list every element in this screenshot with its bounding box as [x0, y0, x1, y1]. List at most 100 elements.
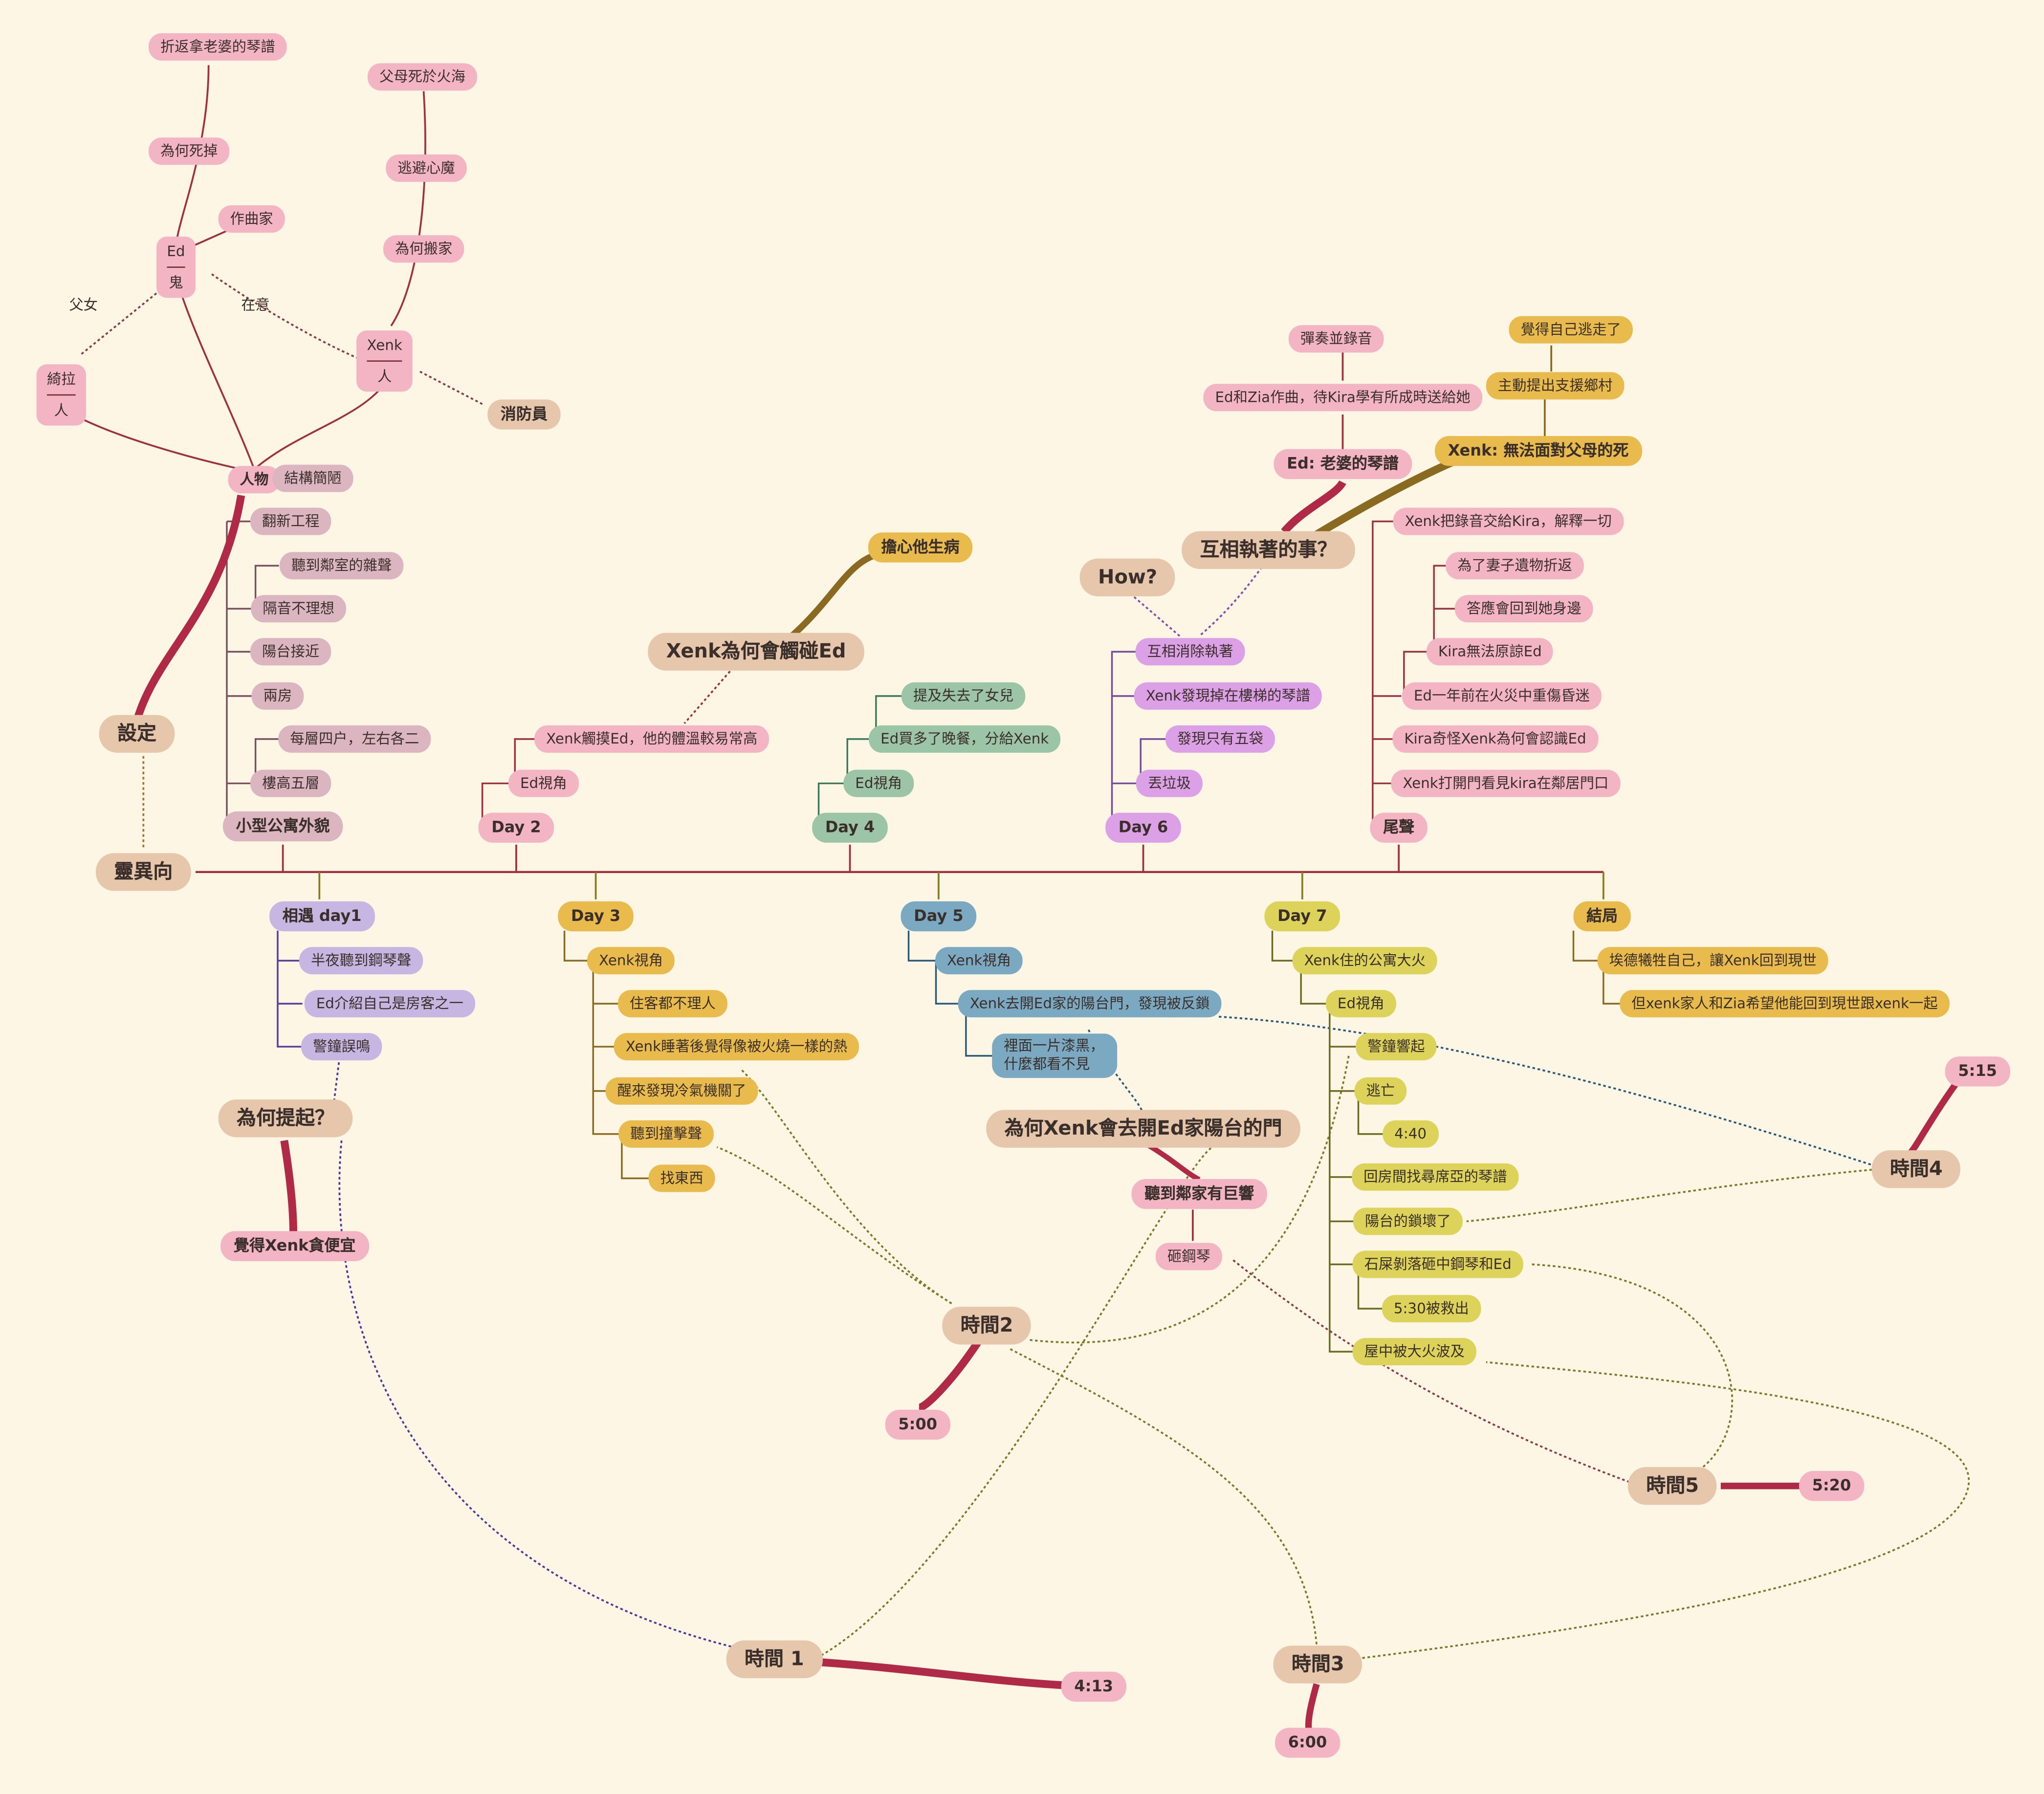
- node-two-rooms[interactable]: 兩房: [251, 682, 304, 710]
- node-time2-value[interactable]: 5:00: [885, 1409, 950, 1440]
- node-simple-structure[interactable]: 結構簡陋: [272, 464, 353, 492]
- node-ed-zia-compose[interactable]: Ed和Zia作曲，待Kira學有所成時送給她: [1203, 384, 1482, 412]
- node-poor-soundproof[interactable]: 隔音不理想: [251, 595, 346, 623]
- node-ac-off[interactable]: 醒來發現冷氣機關了: [605, 1077, 758, 1105]
- node-hear-loud-bang[interactable]: 聽到鄰家有巨響: [1131, 1179, 1267, 1209]
- node-balcony-close[interactable]: 陽台接近: [250, 638, 331, 666]
- node-day7[interactable]: Day 7: [1264, 901, 1341, 932]
- node-root-supernatural[interactable]: 靈異向: [95, 853, 191, 891]
- node-xenk-cheap[interactable]: 覺得Xenk貪便宜: [220, 1231, 369, 1261]
- node-day4-ed-view[interactable]: Ed視角: [843, 769, 914, 797]
- node-time5[interactable]: 時間5: [1627, 1467, 1717, 1505]
- node-day3[interactable]: Day 3: [558, 901, 634, 932]
- node-day6[interactable]: Day 6: [1105, 812, 1181, 843]
- node-find-things[interactable]: 找東西: [648, 1164, 715, 1192]
- node-epilogue[interactable]: 尾聲: [1370, 812, 1428, 843]
- node-balcony-locked[interactable]: Xenk去開Ed家的陽台門，發現被反鎖: [958, 990, 1222, 1018]
- node-ending[interactable]: 結局: [1573, 901, 1631, 932]
- node-time4[interactable]: 時間4: [1871, 1150, 1961, 1188]
- node-wife-score[interactable]: 折返拿老婆的琴譜: [148, 33, 287, 61]
- node-mutual-obsession[interactable]: 互相執著的事？: [1182, 531, 1355, 569]
- node-day2-ed-view[interactable]: Ed視角: [508, 769, 579, 797]
- node-piano-night[interactable]: 半夜聽到鋼琴聲: [299, 947, 423, 975]
- node-ed-bought-dinner[interactable]: Ed買多了晚餐，分給Xenk: [869, 725, 1061, 753]
- node-pitch-dark[interactable]: 裡面一片漆黑，什麼都看不見: [992, 1033, 1118, 1078]
- node-day4[interactable]: Day 4: [812, 812, 888, 843]
- node-kira-cannot-forgive[interactable]: Kira無法原諒Ed: [1426, 638, 1554, 666]
- node-five-floors[interactable]: 樓高五層: [250, 769, 331, 797]
- kira-name: 綺拉: [46, 371, 76, 388]
- node-tenants-ignore[interactable]: 住客都不理人: [617, 990, 727, 1018]
- node-found-score-stairs[interactable]: Xenk發現掉在樓梯的琴譜: [1134, 682, 1322, 710]
- node-time3[interactable]: 時間3: [1273, 1645, 1363, 1684]
- node-apartment-fire[interactable]: Xenk住的公寓大火: [1292, 947, 1438, 975]
- node-house-fire-spread[interactable]: 屋中被大火波及: [1352, 1338, 1476, 1366]
- node-give-recording[interactable]: Xenk把錄音交給Kira，解釋一切: [1393, 507, 1624, 535]
- node-ed-wife-score[interactable]: Ed: 老婆的琴譜: [1274, 449, 1412, 479]
- node-play-record[interactable]: 彈奏並錄音: [1288, 325, 1384, 353]
- node-ed-intro[interactable]: Ed介紹自己是房客之一: [304, 990, 475, 1018]
- node-time-440[interactable]: 4:40: [1383, 1120, 1439, 1148]
- node-balcony-lock-broken[interactable]: 陽台的鎖壞了: [1353, 1207, 1463, 1235]
- node-day5[interactable]: Day 5: [901, 901, 977, 932]
- kira-type: 人: [54, 402, 68, 419]
- node-day5-xenk-view[interactable]: Xenk視角: [935, 947, 1023, 975]
- node-why-mention[interactable]: 為何提起？: [218, 1099, 353, 1138]
- node-alarm-ring[interactable]: 警鐘響起: [1356, 1033, 1437, 1061]
- node-for-wife-relic[interactable]: 為了妻子遺物折返: [1446, 552, 1584, 580]
- node-lost-daughter[interactable]: 提及失去了女兒: [901, 682, 1026, 710]
- node-escape[interactable]: 逃亡: [1354, 1077, 1407, 1105]
- node-throw-trash[interactable]: 丟垃圾: [1136, 769, 1203, 797]
- node-time4-value[interactable]: 5:15: [1945, 1056, 2010, 1087]
- node-smash-piano[interactable]: 砸鋼琴: [1155, 1243, 1222, 1270]
- node-concrete-falls[interactable]: 石屎剝落砸中鋼琴和Ed: [1352, 1250, 1523, 1278]
- node-kira-human[interactable]: 綺拉人: [36, 364, 86, 426]
- node-day3-xenk-view[interactable]: Xenk視角: [587, 947, 675, 975]
- ed-type: 鬼: [169, 274, 183, 291]
- node-find-xia-score[interactable]: 回房間找尋席亞的琴譜: [1352, 1163, 1519, 1191]
- node-why-open-balcony[interactable]: 為何Xenk會去開Ed家陽台的門: [986, 1110, 1300, 1148]
- node-feel-escaped[interactable]: 覺得自己逃走了: [1509, 316, 1633, 344]
- node-how[interactable]: How?: [1079, 558, 1176, 596]
- node-hear-crash[interactable]: 聽到撞擊聲: [618, 1120, 714, 1148]
- node-day1[interactable]: 相遇 day1: [269, 901, 375, 932]
- node-burning-heat[interactable]: Xenk睡著後覺得像被火燒一樣的熱: [614, 1033, 859, 1061]
- node-time1-value[interactable]: 4:13: [1061, 1671, 1126, 1702]
- node-firefighter[interactable]: 消防員: [487, 399, 561, 430]
- label-father-daughter: 父女: [69, 296, 98, 314]
- node-why-move[interactable]: 為何搬家: [383, 235, 464, 263]
- node-settings[interactable]: 設定: [99, 715, 175, 753]
- node-xenk-parents-death[interactable]: Xenk: 無法面對父母的死: [1435, 436, 1642, 466]
- node-characters[interactable]: 人物: [228, 466, 281, 494]
- node-remove-obsession[interactable]: 互相消除執著: [1135, 638, 1245, 666]
- node-day7-ed-view[interactable]: Ed視角: [1325, 990, 1396, 1018]
- node-time1[interactable]: 時間 1: [726, 1640, 823, 1679]
- node-composer[interactable]: 作曲家: [218, 205, 285, 233]
- node-rescued-530[interactable]: 5:30被救出: [1382, 1295, 1481, 1323]
- node-why-touch-ed[interactable]: Xenk為何會觸碰Ed: [648, 633, 864, 671]
- node-xenk-touch-ed[interactable]: Xenk觸摸Ed，他的體溫較易常高: [534, 725, 769, 753]
- node-kira-wonder[interactable]: Kira奇怪Xenk為何會認識Ed: [1392, 725, 1598, 753]
- node-time2[interactable]: 時間2: [942, 1307, 1032, 1345]
- node-apartment-look[interactable]: 小型公寓外貌: [222, 811, 343, 842]
- node-family-hope[interactable]: 但xenk家人和Zia希望他能回到現世跟xenk一起: [1620, 990, 1950, 1018]
- node-ed-sacrifice[interactable]: 埃德犧牲自己，讓Xenk回到現世: [1597, 947, 1828, 975]
- node-escape-demon[interactable]: 逃避心魔: [386, 154, 467, 182]
- node-time3-value[interactable]: 6:00: [1275, 1728, 1340, 1758]
- node-ed-coma[interactable]: Ed一年前在火災中重傷昏迷: [1402, 682, 1602, 710]
- node-parents-fire[interactable]: 父母死於火海: [367, 63, 477, 91]
- node-time5-value[interactable]: 5:20: [1799, 1471, 1864, 1501]
- node-why-died[interactable]: 為何死掉: [148, 137, 230, 165]
- node-only-five-bags[interactable]: 發現只有五袋: [1165, 725, 1275, 753]
- node-day2[interactable]: Day 2: [478, 812, 554, 843]
- node-xenk-sees-kira[interactable]: Xenk打開門看見kira在鄰居門口: [1391, 769, 1621, 797]
- node-promise-return[interactable]: 答應會回到她身邊: [1454, 595, 1593, 623]
- node-renovation[interactable]: 翻新工程: [250, 507, 331, 535]
- node-false-alarm[interactable]: 警鐘誤鳴: [301, 1033, 382, 1061]
- node-worry-sick[interactable]: 擔心他生病: [868, 532, 973, 563]
- node-neighbor-noise[interactable]: 聽到鄰室的雜聲: [279, 552, 404, 580]
- node-four-units[interactable]: 每層四户，左右各二: [278, 725, 431, 753]
- node-volunteer-rural[interactable]: 主動提出支援鄉村: [1486, 372, 1625, 400]
